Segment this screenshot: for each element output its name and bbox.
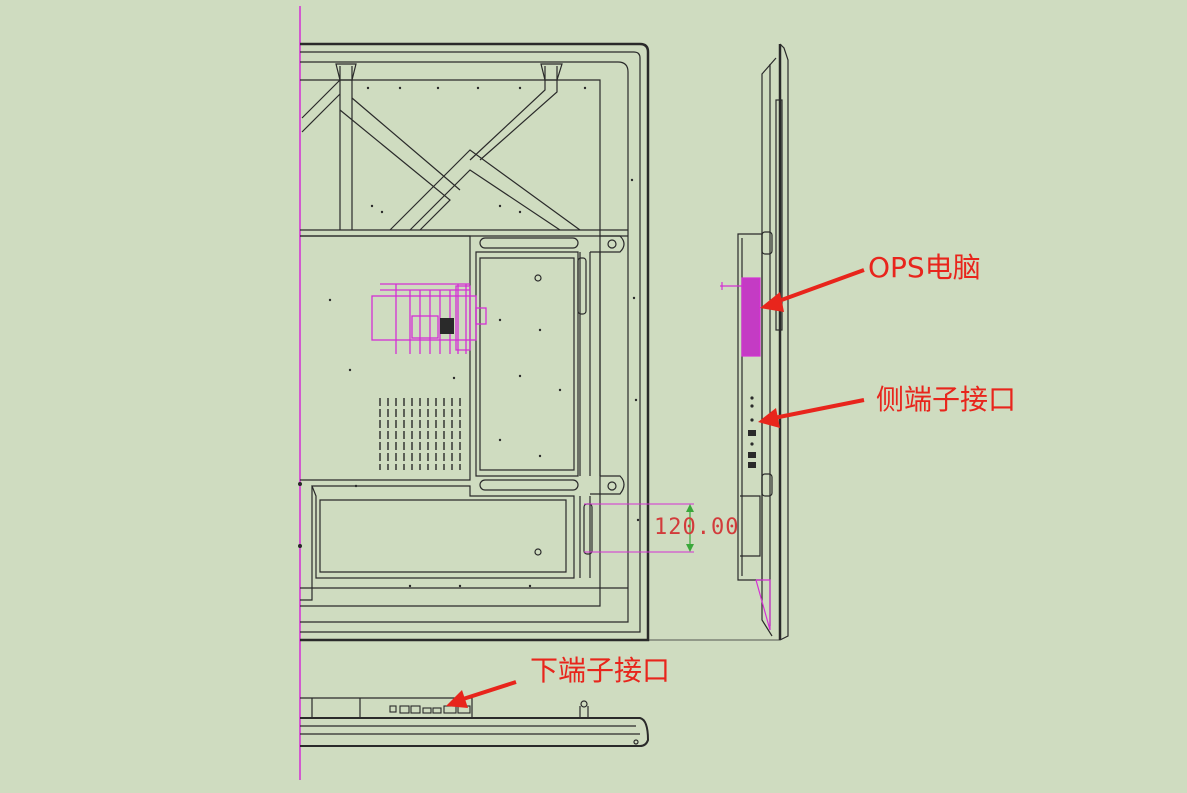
rivet-dots [298,86,640,588]
side-view [648,43,789,641]
bottom-ports [389,705,471,714]
dimension-arrows [686,504,694,552]
ops-arrow [775,268,865,304]
rear-view [300,42,650,642]
bottom-ports-arrow [459,680,517,702]
side-ports-arrow [773,398,865,420]
dimension-marker [584,503,694,553]
ops-callout-label: OPS电脑 [868,251,981,284]
bottom-view [300,697,650,747]
ops-module-side [720,277,761,357]
side-ports-callout-label: 侧端子接口 [876,383,1017,416]
vent-grid [379,398,461,470]
bottom-ports-callout-label: 下端子接口 [530,654,671,687]
side-ports [748,396,756,468]
ops-module-rear [371,283,487,354]
dimension-label: 120.00 [654,515,740,540]
callout-arrows [446,268,865,708]
